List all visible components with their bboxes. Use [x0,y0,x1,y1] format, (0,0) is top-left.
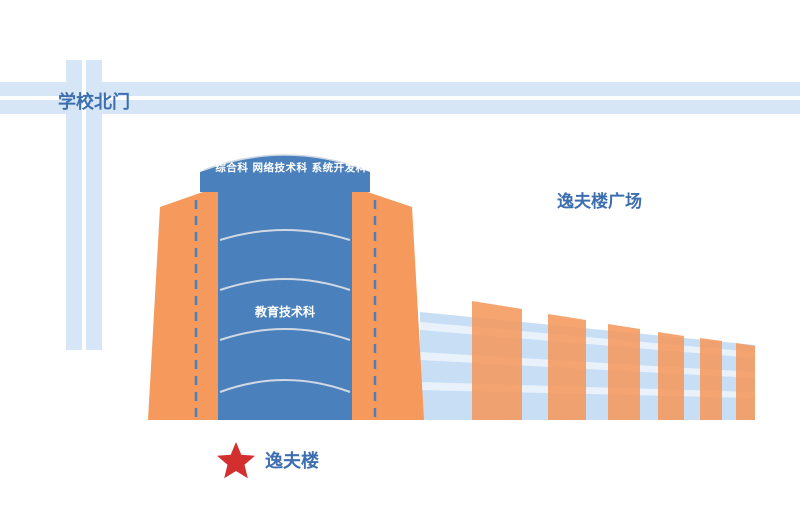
floor-curve-2 [219,278,351,291]
floor-curve-3 [219,328,351,341]
annex-pillar-3 [608,324,640,420]
annex-pillar-2 [548,314,586,420]
annex-pillar-6 [736,343,755,420]
floor-curve-1 [219,229,351,241]
roof-sign-curve [203,154,367,171]
annex-building [420,301,755,420]
building-name-label: 逸夫楼 [265,451,319,472]
road-network [0,60,800,350]
roof-sign-label: 综合科 网络技术科 系统开发科 [215,162,367,174]
road-vertical-centerline [82,60,86,350]
annex-pillar-1 [472,301,522,420]
star-icon [217,442,255,479]
plaza-label: 逸夫楼广场 [557,192,642,212]
annex-pillar-5 [700,338,722,420]
roof-sign-panel [200,155,370,192]
left-wing [148,186,220,420]
right-wing [350,186,424,420]
department-label: 教育技术科 [254,305,315,319]
main-building [148,154,424,420]
road-horizontal-centerline [0,96,800,100]
annex-pillar-4 [658,332,684,420]
north-gate-label: 学校北门 [58,92,130,113]
floor-curve-4 [219,379,351,393]
